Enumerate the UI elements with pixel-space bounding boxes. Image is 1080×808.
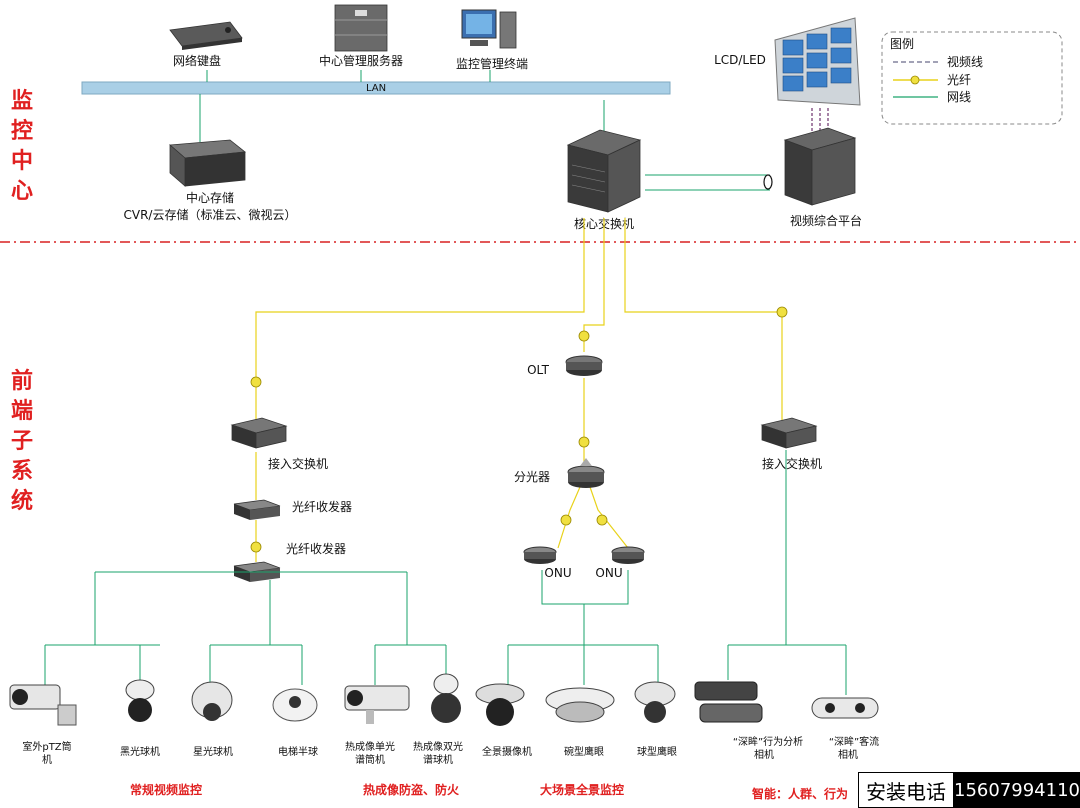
camera-label: 热成像单光: [345, 740, 395, 753]
network-cables-bottom: [44, 450, 847, 695]
camera-label: 相机: [838, 748, 858, 761]
olt-device: [565, 355, 603, 376]
category-smart: 智能：人群、行为: [751, 786, 848, 801]
core-switch-device: [566, 129, 642, 213]
camera-label: 谱球机: [423, 753, 453, 766]
camera-outdoor-ptz: [9, 684, 77, 726]
access-switch-right-device: [760, 417, 818, 449]
onu-device-2: [611, 546, 645, 564]
camera-label: 全景摄像机: [482, 745, 532, 758]
camera-thermal-bullet: [344, 685, 410, 724]
access-switch-right-label: 接入交换机: [762, 456, 822, 471]
transceiver-device-1: [233, 499, 281, 520]
terminal-label: 监控管理终端: [456, 56, 528, 71]
section-char: 监: [11, 88, 33, 114]
section-char: 系: [11, 459, 33, 484]
lcd-wall-device: [774, 17, 861, 106]
video-platform-label: 视频综合平台: [790, 213, 862, 228]
keyboard-label: 网络键盘: [173, 53, 221, 68]
camera-panoramic: [475, 683, 525, 726]
camera-label: 球型鹰眼: [637, 745, 677, 758]
camera-label: 机: [42, 753, 52, 766]
fiber-connectors: [250, 306, 788, 553]
onu-label-2: ONU: [595, 566, 622, 580]
camera-label: 电梯半球: [278, 745, 318, 758]
category-thermal: 热成像防盗、防火: [363, 782, 460, 797]
camera-elevator-halfdome: [272, 688, 318, 722]
camera-black-light-dome: [125, 679, 155, 722]
camera-label: 谱筒机: [355, 753, 385, 766]
contact-number: 15607994110: [954, 772, 1080, 808]
camera-label: “深眸”行为分析: [733, 735, 803, 748]
section-char: 控: [11, 118, 33, 144]
access-switch-left-device: [230, 417, 288, 449]
onu-label-1: ONU: [544, 566, 571, 580]
section-char: 子: [11, 429, 33, 454]
legend-fiber-label: 光纤: [947, 73, 971, 87]
splitter-device: [567, 458, 605, 488]
camera-thermal-dome: [431, 673, 461, 723]
camera-label: 碗型鹰眼: [564, 745, 604, 758]
transceiver-label-2: 光纤收发器: [286, 541, 346, 556]
camera-label: 室外pTZ筒: [22, 740, 71, 753]
access-switch-left-label: 接入交换机: [268, 456, 328, 471]
splitter-label: 分光器: [514, 470, 550, 484]
server-device: [334, 4, 388, 52]
video-platform-device: [783, 127, 857, 206]
camera-sphere-eagle-eye: [634, 681, 676, 723]
fiber-marker: [763, 174, 773, 190]
camera-bowl-eagle-eye: [545, 687, 615, 723]
camera-label: 相机: [754, 748, 774, 761]
legend-cable-label: 网线: [947, 90, 971, 104]
storage-label-2: CVR/云存储（标准云、微视云）: [124, 207, 297, 222]
category-regular: 常规视频监控: [130, 782, 202, 797]
storage-label-1: 中心存储: [186, 190, 234, 205]
server-label: 中心管理服务器: [319, 53, 403, 68]
section-char: 端: [11, 399, 33, 424]
network-keyboard-device: [169, 21, 243, 50]
legend-fiber-marker: [910, 75, 920, 85]
section-char: 统: [11, 488, 33, 514]
contact-label: 安装电话: [858, 772, 955, 808]
section-title-front-end: 前 端 子 系 统: [11, 368, 33, 514]
lcd-label: LCD/LED: [714, 53, 766, 67]
camera-label: 星光球机: [193, 745, 233, 758]
section-char: 前: [11, 368, 33, 394]
legend-title: 图例: [890, 37, 914, 51]
category-panorama: 大场景全景监控: [540, 782, 624, 797]
contact-bar: 安装电话 15607994110: [858, 772, 1080, 808]
transceiver-label-1: 光纤收发器: [292, 499, 352, 514]
section-char: 中: [11, 149, 33, 174]
camera-starlight-dome: [191, 681, 233, 721]
camera-label: “深眸”客流: [829, 735, 879, 748]
legend: 图例 视频线 光纤 网线: [881, 31, 1063, 125]
onu-device-1: [523, 546, 557, 564]
section-char: 心: [11, 179, 33, 204]
section-title-monitor-center: 监 控 中 心: [11, 88, 33, 204]
camera-labels: 室外pTZ筒 机 黑光球机 星光球机 电梯半球 热成像单光 谱筒机 热成像双光 …: [22, 735, 879, 766]
terminal-device: [461, 9, 517, 49]
olt-label: OLT: [527, 363, 549, 377]
lan-label: LAN: [366, 83, 386, 94]
camera-people-counting: [811, 697, 879, 719]
storage-device: [169, 139, 247, 187]
camera-label: 黑光球机: [120, 745, 160, 758]
legend-video-label: 视频线: [947, 54, 983, 69]
network-cables-top: [199, 70, 770, 191]
camera-behavior-analysis: [694, 681, 763, 723]
lan-bus: [81, 81, 671, 95]
camera-label: 热成像双光: [413, 740, 463, 753]
